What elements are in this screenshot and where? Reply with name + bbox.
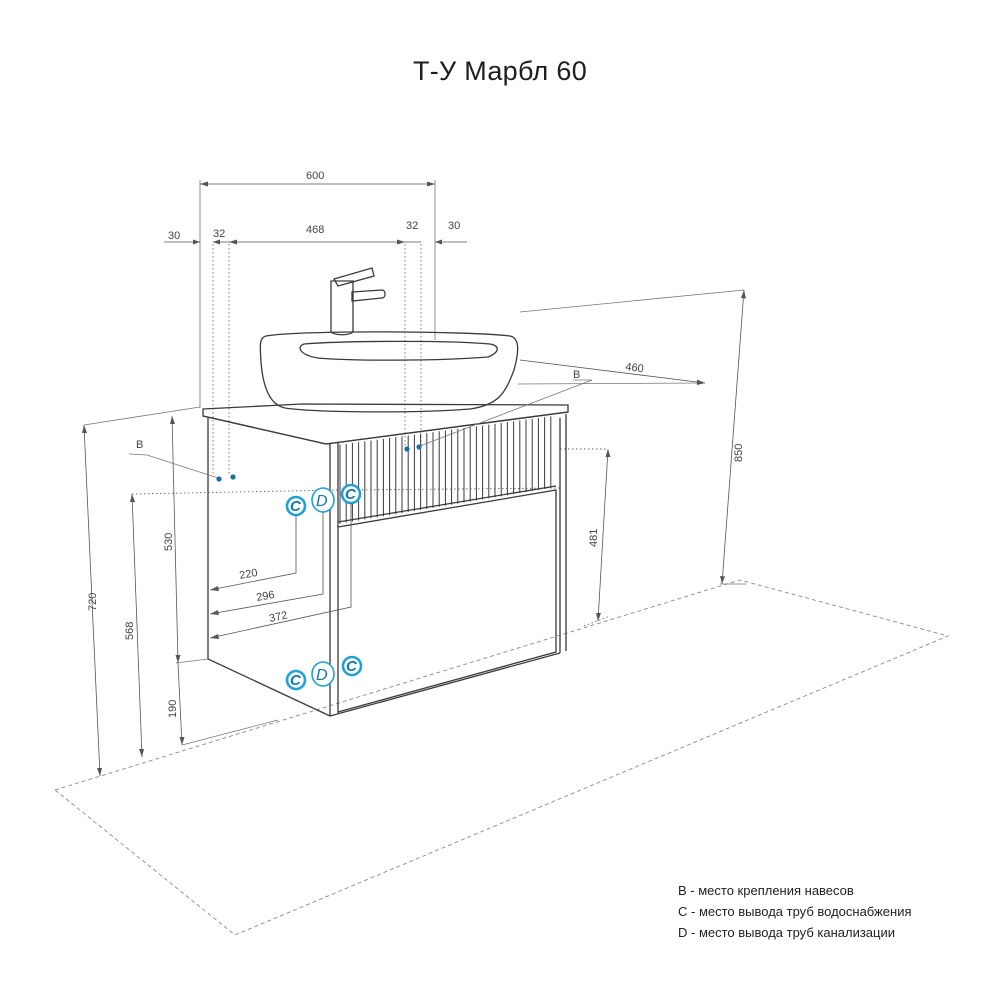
water-outlet-badge	[285, 669, 307, 691]
water-outlet-label: C	[290, 498, 302, 515]
dim-offset-220: 220	[238, 567, 258, 582]
floor-plane	[54, 579, 950, 936]
dimension-lines	[82, 181, 746, 777]
dim-height-720: 720	[87, 593, 99, 611]
dim-edge-right-30: 30	[448, 220, 460, 232]
bracket-points	[128, 379, 593, 482]
dim-bracket-left-32: 32	[213, 228, 225, 240]
dim-depth-460: 460	[625, 361, 645, 375]
drain-outlet-badge	[311, 661, 335, 687]
dim-bracket-right-32: 32	[406, 220, 418, 232]
dim-height-481: 481	[588, 529, 600, 547]
legend: B - место крепления навесов C - место вы…	[678, 880, 912, 943]
water-outlet-label: C	[346, 658, 358, 675]
countertop	[202, 403, 569, 445]
vessel-basin	[259, 331, 519, 413]
drain-outlet-label: D	[316, 493, 328, 510]
dim-offset-372: 372	[268, 609, 288, 625]
legend-item-c: C - место вывода труб водоснабжения	[678, 904, 912, 919]
diagram-title: Т-У Марбл 60	[412, 56, 588, 86]
dim-bracket-span-468: 468	[306, 224, 324, 236]
faucet	[330, 267, 386, 336]
water-outlet-label: C	[345, 486, 357, 503]
pipe-outlet-group-lower: C D C	[285, 655, 363, 691]
water-outlet-badge	[341, 655, 363, 677]
dim-height-568: 568	[124, 622, 136, 640]
drain-outlet-label: D	[316, 667, 328, 684]
marker-b-left: B	[136, 439, 143, 451]
marker-b-right: B	[573, 369, 580, 381]
dim-height-530: 530	[163, 533, 175, 551]
projection-lines	[83, 180, 746, 664]
legend-item-d: D - место вывода труб канализации	[678, 925, 896, 940]
fluted-drawer-front	[339, 416, 552, 524]
dim-height-850: 850	[733, 444, 745, 462]
cabinet-body	[207, 414, 567, 717]
dim-edge-left-30: 30	[168, 230, 180, 242]
dim-width-600: 600	[306, 170, 324, 182]
water-outlet-label: C	[290, 672, 302, 689]
dim-height-190: 190	[167, 700, 179, 718]
dim-offset-296: 296	[255, 589, 275, 604]
legend-item-b: B - место крепления навесов	[678, 883, 854, 898]
pipe-outlet-group-upper: C D C	[285, 483, 362, 517]
